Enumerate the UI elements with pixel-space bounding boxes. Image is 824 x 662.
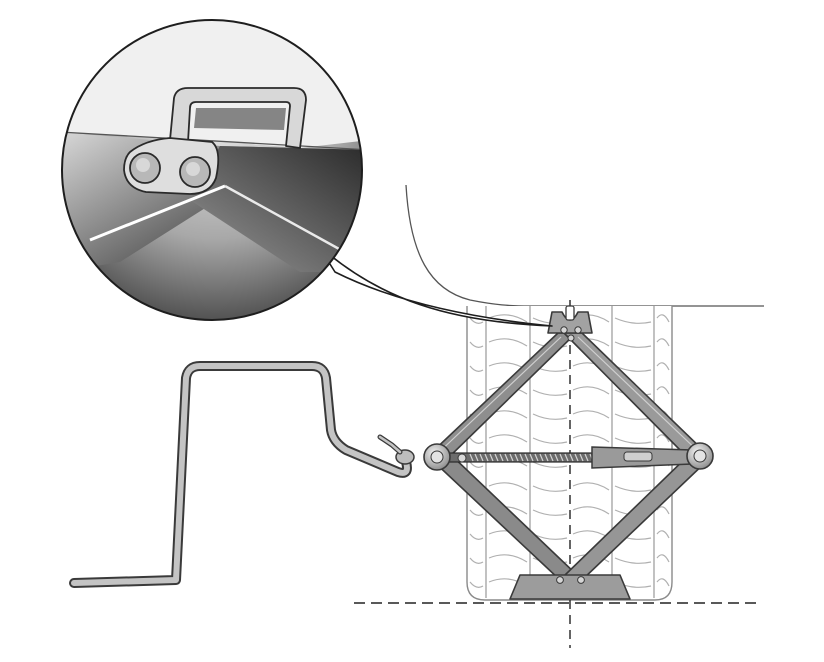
jack-screw-rod — [437, 446, 693, 469]
scissor-jack — [423, 305, 714, 600]
jack-point-bracket — [123, 87, 307, 195]
jack-base — [509, 574, 631, 600]
handle-hook — [377, 434, 415, 465]
jack-pivot-left — [423, 443, 451, 471]
jack-saddle — [547, 305, 593, 342]
magnified-jack-point-inset — [61, 19, 553, 327]
jack-pivot-right — [686, 442, 714, 470]
vehicle-body-outline — [405, 184, 764, 307]
jack-handle — [69, 361, 415, 588]
